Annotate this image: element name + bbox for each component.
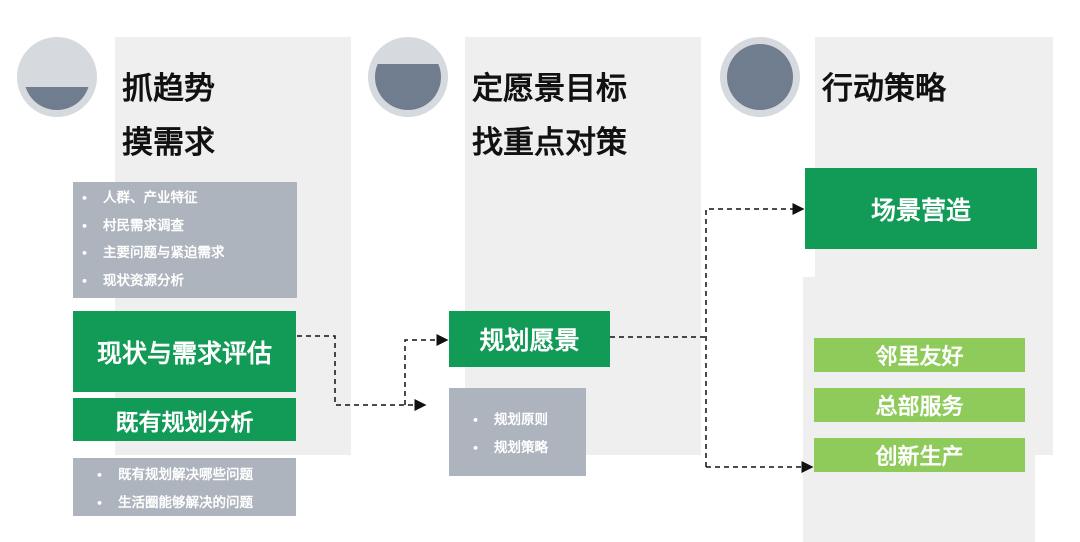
circle-fill: [727, 44, 793, 110]
bullet-item: 规划原则: [464, 407, 586, 435]
progress-circle-2: [368, 37, 448, 117]
box-scene-building: 场景营造: [805, 168, 1037, 249]
item-innovation: 创新生产: [814, 438, 1025, 472]
title-line: 找重点对策: [472, 125, 627, 161]
title-line: 摸需求: [122, 125, 215, 161]
circle-fill: [375, 63, 441, 110]
title-line: 行动策略: [822, 71, 946, 107]
bullet-item: 规划策略: [464, 435, 586, 463]
column-1-title: 抓趋势 摸需求: [122, 62, 215, 170]
bullet-list-top: 人群、产业特征 村民需求调查 主要问题与紧迫需求 现状资源分析: [73, 182, 297, 298]
bullet-item: 村民需求调查: [73, 213, 297, 241]
progress-circle-1: [17, 37, 97, 117]
bullet-list-bottom: 既有规划解决哪些问题 生活圈能够解决的问题: [73, 458, 296, 518]
bullet-item: 现状资源分析: [73, 268, 297, 296]
box-existing-plan: 既有规划分析: [73, 398, 296, 441]
progress-circle-3: [720, 37, 800, 117]
arrow-to-scene-building: [705, 203, 805, 467]
item-hq-service: 总部服务: [814, 388, 1025, 422]
bullet-item: 人群、产业特征: [73, 185, 297, 213]
arrow-col1-to-col2-bullets: [297, 335, 427, 411]
bullet-item: 生活圈能够解决的问题: [88, 490, 296, 518]
box-vision: 规划愿景: [449, 311, 610, 367]
title-line: 抓趋势: [122, 71, 215, 107]
bullet-item: 既有规划解决哪些问题: [88, 462, 296, 490]
title-line: 定愿景目标: [472, 71, 627, 107]
arrow-col1-to-vision: [404, 334, 449, 405]
box-status-assessment: 现状与需求评估: [73, 311, 296, 392]
circle-fill: [24, 86, 90, 110]
column-2-panel: [465, 37, 701, 455]
column-2-title: 定愿景目标 找重点对策: [472, 62, 627, 170]
item-neighborhood: 邻里友好: [814, 338, 1025, 372]
column-3-title: 行动策略: [822, 62, 946, 116]
bullet-item: 主要问题与紧迫需求: [73, 240, 297, 268]
bullet-list-vision: 规划原则 规划策略: [449, 388, 586, 476]
